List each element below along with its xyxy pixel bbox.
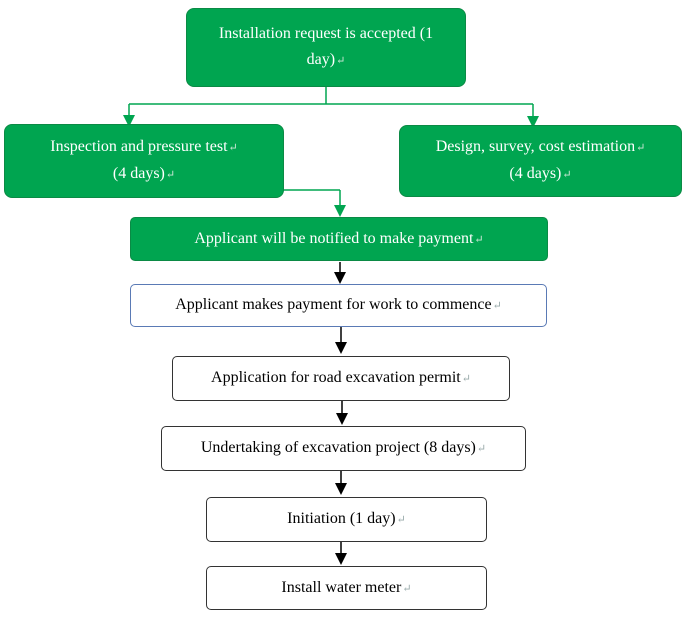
paragraph-mark-icon: ↵ [461,373,471,385]
node-text-line: Design, survey, cost estimation [435,138,636,155]
node-initiation: Initiation (1 day)↵ [206,497,487,542]
split-connector [123,86,539,128]
node-text-line: Application for road excavation permit [211,369,461,386]
paragraph-mark-icon: ↵ [165,169,176,181]
paragraph-mark-icon: ↵ [228,142,238,154]
node-inspection-pressure-test: Inspection and pressure test↵ (4 days)↵ [4,124,284,198]
paragraph-mark-icon: ↵ [402,582,412,595]
paragraph-mark-icon: ↵ [476,443,487,455]
node-text-line: Applicant will be notified to make payme… [194,229,474,247]
paragraph-mark-icon: ↵ [562,169,572,181]
node-text-line: Initiation (1 day) [287,510,396,527]
merge-connector [283,189,346,217]
node-install-water-meter: Install water meter↵ [206,566,487,610]
paragraph-mark-icon: ↵ [636,142,646,154]
node-design-survey-cost: Design, survey, cost estimation↵ (4 days… [399,125,682,197]
sequence-arrows [334,262,348,565]
paragraph-mark-icon: ↵ [396,514,406,526]
node-excavation-project: Undertaking of excavation project (8 day… [161,426,526,471]
node-installation-request: Installation request is accepted (1 day)… [186,8,466,87]
node-text-line: Applicant makes payment for work to comm… [175,296,492,313]
node-text-line: (4 days) [112,165,165,182]
node-text-line: Installation request is accepted (1 [218,25,434,42]
node-road-excavation-permit: Application for road excavation permit↵ [172,356,510,401]
paragraph-mark-icon: ↵ [336,55,346,67]
paragraph-mark-icon: ↵ [492,300,502,312]
node-text-line: day) [306,51,336,68]
paragraph-mark-icon: ↵ [474,233,484,246]
node-text-line: (4 days) [509,165,562,182]
node-text-line: Undertaking of excavation project (8 day… [200,439,476,456]
node-applicant-makes-payment: Applicant makes payment for work to comm… [130,284,547,327]
node-notify-payment: Applicant will be notified to make payme… [130,217,548,261]
node-text-line: Inspection and pressure test [50,138,228,155]
node-text-line: Install water meter [281,578,402,596]
